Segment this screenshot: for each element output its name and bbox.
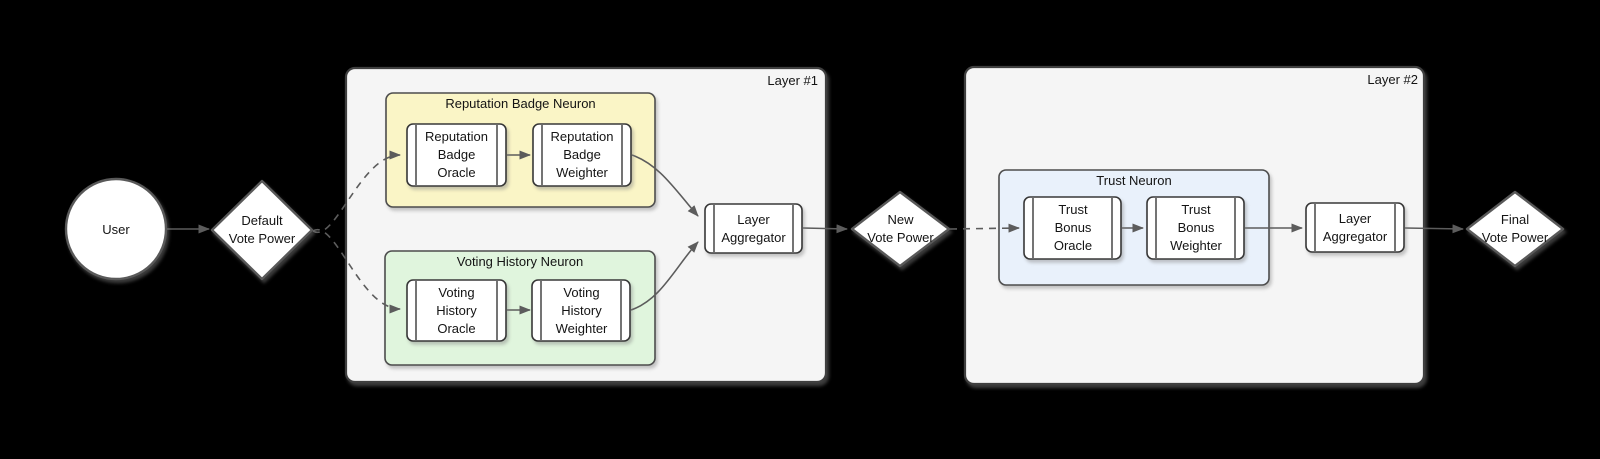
edge-new-vote-power-to-trust-bonus-oracle [949, 223, 1020, 233]
edge-voting-weighter-to-aggregator1 [630, 241, 699, 311]
reputation-badge-oracle-node [406, 123, 507, 187]
user-node [64, 177, 168, 281]
final-vote-power-diamond [1465, 190, 1565, 268]
reputation-badge-weighter-node [532, 123, 632, 187]
edge-reputation-weighter-to-aggregator1 [631, 154, 699, 217]
voting-history-oracle-node [406, 279, 507, 342]
trust-bonus-oracle-node [1023, 196, 1122, 260]
edge-default-vote-power-to-voting-history-oracle [312, 228, 401, 314]
voting-history-weighter-node [531, 279, 631, 342]
edge-aggregator2-to-final-vote-power [1404, 224, 1464, 234]
layer-aggregator-2-node [1305, 202, 1405, 253]
new-vote-power-diamond [850, 190, 951, 268]
layer-aggregator-1-node [704, 203, 803, 254]
trust-bonus-weighter-node [1146, 196, 1245, 260]
default-vote-power-diamond [210, 179, 314, 281]
edge-aggregator1-to-new-vote-power [802, 224, 848, 234]
edge-default-vote-power-to-reputation-badge-oracle [312, 150, 401, 234]
